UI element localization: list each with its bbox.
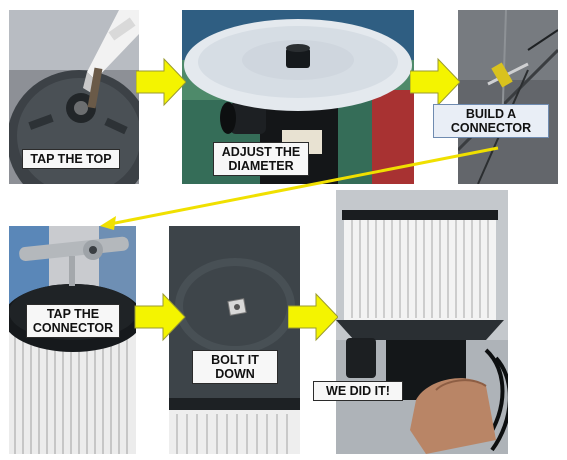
arrow-right-icon — [136, 57, 186, 107]
photo-we-did-it — [336, 190, 508, 454]
caption-tap-the-connector: TAP THE CONNECTOR — [26, 304, 120, 338]
arrow-right-icon — [134, 292, 186, 342]
caption-build-a-connector: BUILD A CONNECTOR — [433, 104, 549, 138]
arrow-right-icon — [288, 292, 338, 342]
caption-we-did-it: WE DID IT! — [313, 381, 403, 401]
photo-build-a-connector — [458, 10, 558, 184]
caption-tap-the-top: TAP THE TOP — [22, 149, 120, 169]
photo-bolt-it-down — [169, 226, 300, 454]
arrow-right-icon — [410, 57, 460, 107]
caption-bolt-it-down: BOLT IT DOWN — [192, 350, 278, 384]
photo-tap-the-connector — [9, 226, 136, 454]
caption-adjust-the-diameter: ADJUST THE DIAMETER — [213, 142, 309, 176]
